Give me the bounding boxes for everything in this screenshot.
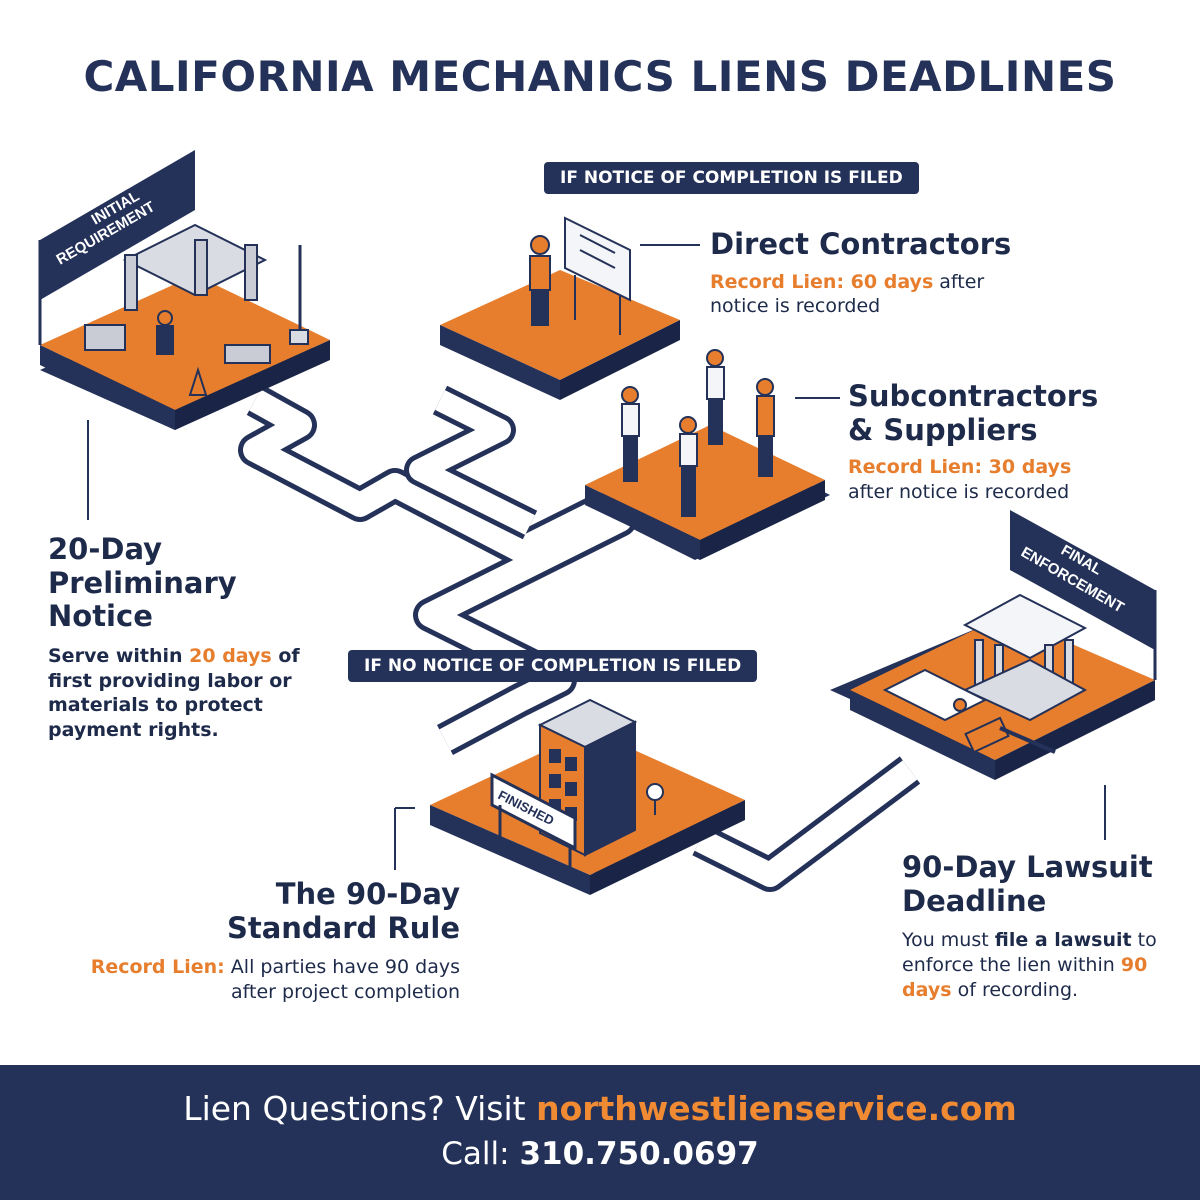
standard-text: Record Lien: All parties have 90 days af… — [60, 955, 460, 1004]
platform-initial — [40, 275, 330, 430]
subs-text: Record Lien: 30 days after notice is rec… — [848, 455, 1188, 504]
standard-heading-2: Standard Rule — [226, 910, 460, 945]
footer-phone-link[interactable]: 310.750.0697 — [519, 1136, 759, 1172]
document-icon — [882, 668, 988, 722]
tag-notice-filed: IF NOTICE OF COMPLETION IS FILED — [544, 162, 919, 194]
direct-record-lien: Record Lien: 60 days — [710, 270, 934, 293]
connecting-path — [238, 385, 921, 892]
footer-call-label: Call: — [441, 1136, 520, 1172]
workers-group-icon — [621, 349, 775, 517]
preliminary-text-pre: Serve within — [48, 644, 190, 667]
lawsuit-text-mid: to enforce the lien within — [902, 929, 1157, 976]
lawsuit-text: You must file a lawsuit to enforce the l… — [902, 928, 1182, 1002]
tag-no-notice-filed: IF NO NOTICE OF COMPLETION IS FILED — [348, 650, 758, 682]
preliminary-text-highlight: 20 days — [189, 644, 272, 667]
contractor-with-blueprint-icon — [529, 216, 631, 335]
standard-text-rest1: All parties have 90 days — [224, 956, 460, 979]
direct-text: Record Lien: 60 days after notice is rec… — [710, 270, 1010, 319]
standard-record-lien: Record Lien: — [90, 956, 225, 979]
standard-text-rest2: after project completion — [231, 980, 460, 1003]
footer-call-line: Call: 310.750.0697 — [0, 1136, 1200, 1172]
preliminary-section: 20-Day Preliminary Notice Serve within 2… — [48, 532, 368, 743]
subs-section: Subcontractors & Suppliers Record Lien: … — [848, 379, 1188, 505]
page-title: CALIFORNIA MECHANICS LIENS DEADLINES — [83, 52, 1117, 101]
footer-bar — [0, 1065, 1200, 1200]
lawsuit-text-highlight: 90 days — [902, 953, 1148, 1001]
preliminary-heading-2: Preliminary — [48, 565, 237, 600]
footer-website-link[interactable]: northwestlienservice.com — [536, 1089, 1017, 1128]
lawsuit-heading-2: Deadline — [902, 883, 1047, 918]
subs-heading-2: & Suppliers — [848, 412, 1038, 447]
platform-direct — [440, 270, 680, 400]
lawsuit-section: 90-Day Lawsuit Deadline You must file a … — [902, 850, 1187, 1002]
lawsuit-text-strong: file a lawsuit — [994, 929, 1132, 952]
footer-prefix: Lien Questions? Visit — [183, 1089, 537, 1128]
courthouse-icon — [962, 593, 1088, 722]
lawsuit-text-pre: You must — [902, 929, 995, 952]
callout-lines — [87, 244, 1106, 870]
lawsuit-heading-1: 90-Day Lawsuit — [902, 850, 1153, 884]
footer-visit-line: Lien Questions? Visit northwestlienservi… — [0, 1089, 1200, 1128]
preliminary-text-post: of first providing labor or materials to… — [48, 644, 300, 741]
lawsuit-text-post: of recording. — [951, 978, 1079, 1001]
construction-site-icon — [84, 223, 309, 396]
standard-section: The 90-Day Standard Rule Record Lien: Al… — [60, 877, 460, 1005]
preliminary-heading-3: Notice — [48, 599, 153, 634]
preliminary-heading-1: 20-Day — [48, 532, 163, 566]
subs-heading-1: Subcontractors — [848, 379, 1099, 413]
direct-section: Direct Contractors Record Lien: 60 days … — [710, 227, 1110, 319]
gavel-icon — [964, 716, 1056, 754]
preliminary-text: Serve within 20 days of first providing … — [48, 644, 318, 743]
subs-record-lien: Record Lien: 30 days — [848, 456, 1072, 479]
platform-subs — [585, 425, 825, 560]
standard-heading-1: The 90-Day — [275, 877, 460, 911]
direct-heading: Direct Contractors — [710, 227, 1012, 261]
direct-text-rest: after notice is recorded — [710, 270, 985, 318]
subs-text-rest: after notice is recorded — [848, 480, 1070, 503]
